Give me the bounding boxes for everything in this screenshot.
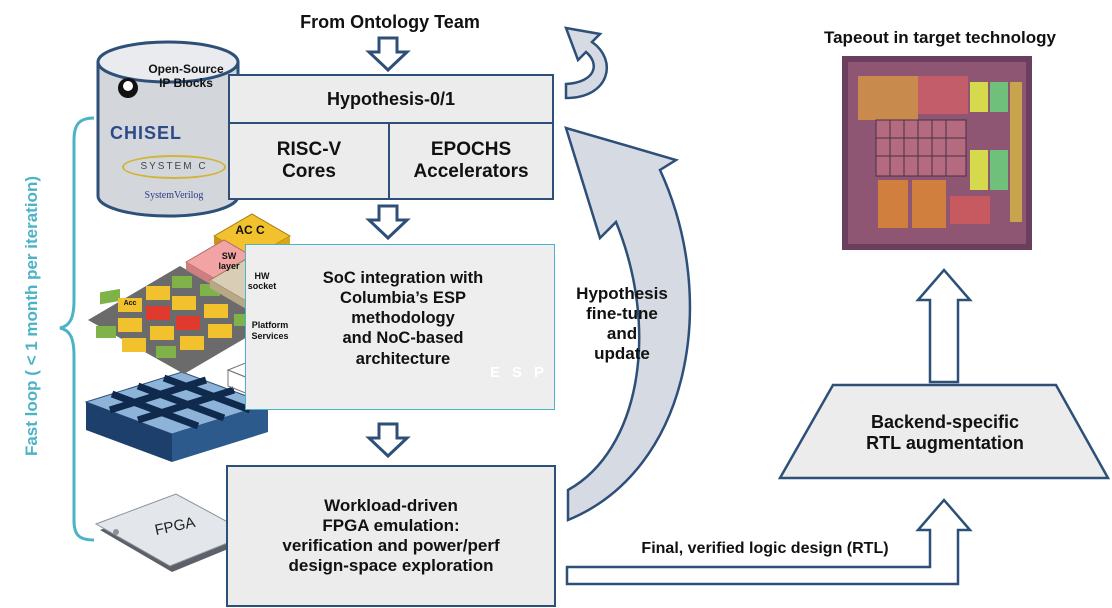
final-design-arrow <box>565 498 973 586</box>
riscv-box: RISC-V Cores <box>228 122 390 200</box>
soc-line4: and NoC-based <box>342 329 464 348</box>
soc-line3: methodology <box>351 309 455 328</box>
esp-letter-p: P <box>533 364 544 381</box>
ip-blocks-label: Open-Source IP Blocks <box>138 62 234 90</box>
fpga-line3: verification and power/perf <box>282 536 500 555</box>
fpga-line4: design-space exploration <box>288 556 494 576</box>
hypothesis-label: Hypothesis-0/1 <box>326 89 456 110</box>
systemc-logo: SYSTEM C <box>122 155 226 179</box>
soc-line2: Columbia’s ESP <box>340 289 466 308</box>
backend-line2: RTL augmentation <box>866 433 1024 454</box>
soc-label: SoC integration with Columbia’s ESP meth… <box>296 268 510 369</box>
esp-letter-s: S <box>511 364 522 381</box>
backend-trapezoid <box>777 383 1111 480</box>
down-arrow-2 <box>365 204 411 241</box>
fpga-emulation-box: Workload-driven FPGA emulation: verifica… <box>226 465 556 607</box>
riscv-line2: Cores <box>282 161 336 182</box>
fast-loop-label: Fast loop ( < 1 month per iteration) <box>21 176 41 457</box>
backend-label: Backend-specific RTL augmentation <box>800 412 1090 454</box>
epochs-box: EPOCHS Accelerators <box>388 122 554 200</box>
ontology-label: From Ontology Team <box>300 12 480 32</box>
hypothesis-box: Hypothesis-0/1 <box>228 74 554 124</box>
ip-blocks-line2: IP Blocks <box>159 76 213 91</box>
down-arrow-1 <box>365 36 411 73</box>
ip-blocks-line1: Open-Source <box>148 62 224 76</box>
epochs-line2: Accelerators <box>413 161 529 182</box>
soc-box <box>245 244 555 410</box>
soc-line1: SoC integration with <box>322 269 484 287</box>
hypothesis-update-label: Hypothesis fine-tune and update <box>560 284 684 364</box>
tile-grid <box>88 266 276 374</box>
backend-line1: Backend-specific <box>870 412 1020 432</box>
esp-letter-e: E <box>489 364 500 381</box>
tapeout-label: Tapeout in target technology <box>823 28 1057 47</box>
update-line2: fine-tune <box>586 304 658 324</box>
platform-services-label: Platform Services <box>240 320 300 341</box>
tapeout-arrow <box>915 268 973 384</box>
down-arrow-3 <box>365 422 411 459</box>
tile-acc-label: Acc <box>123 300 137 307</box>
hw-socket-label: HW socket <box>247 271 277 291</box>
epochs-line1: EPOCHS <box>430 138 512 160</box>
hypothesis-update-arrow <box>564 126 692 522</box>
die-photo <box>842 56 1032 250</box>
soc-line5: architecture <box>355 349 451 368</box>
fast-loop-brace <box>59 116 95 542</box>
acc-big-label: AC C <box>235 223 265 237</box>
platform-services-line2: Services <box>251 330 289 341</box>
ip-blocks-cylinder <box>96 40 240 218</box>
update-line1: Hypothesis <box>576 284 668 303</box>
fpga-line2: FPGA emulation: <box>322 515 460 535</box>
riscv-line1: RISC-V <box>276 138 342 160</box>
final-design-label: Final, verified logic design (RTL) <box>641 540 889 557</box>
chisel-logo: CHISEL <box>110 123 183 143</box>
sw-layer-label: SW layer <box>218 251 240 271</box>
systemverilog-logo: SystemVerilog <box>144 190 204 201</box>
fpga-line1: Workload-driven <box>324 495 458 515</box>
loop-back-arrow <box>564 26 609 100</box>
noc-mesh <box>84 371 270 462</box>
update-line3: and <box>606 324 638 344</box>
update-line4: update <box>594 344 650 364</box>
platform-services-line1: Platform <box>251 320 289 330</box>
